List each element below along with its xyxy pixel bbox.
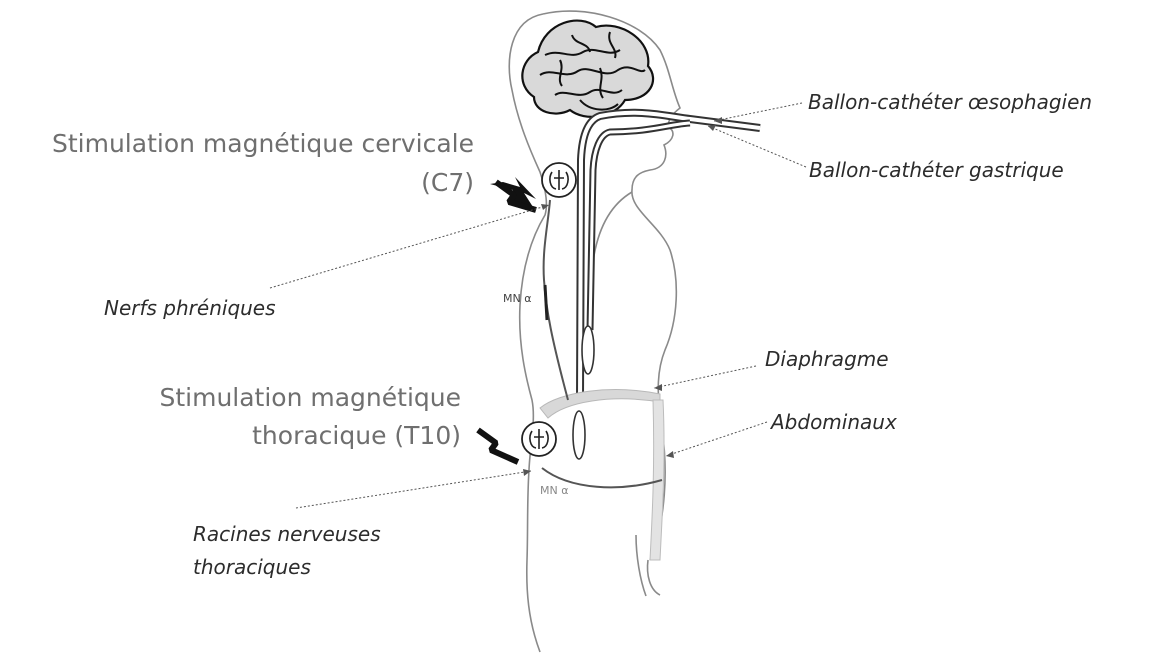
cervical-stimulation-label: Stimulation magnétique cervicale xyxy=(52,127,474,161)
esophageal-catheter-label: Ballon-cathéter œsophagien xyxy=(808,90,1092,114)
gastric-balloon xyxy=(573,411,585,459)
thoracic-roots-label-line2: thoraciques xyxy=(193,555,311,579)
thoracic-roots-label-line1: Racines nerveuses xyxy=(193,522,381,546)
esophageal-balloon xyxy=(582,326,594,374)
diaphragm-label: Diaphragme xyxy=(765,347,889,371)
lightning-bolt-icon xyxy=(490,177,536,210)
phrenic-nerves-label: Nerfs phréniques xyxy=(104,296,276,320)
cervical-level-label: (C7) xyxy=(421,166,474,200)
diaphragm-band xyxy=(540,390,660,418)
spinal-cord-section-icon xyxy=(542,163,576,197)
thoracic-level-label: thoracique (T10) xyxy=(252,419,461,453)
lightning-bolt-icon xyxy=(478,430,518,462)
brain-icon xyxy=(522,21,653,117)
gastric-catheter-label: Ballon-cathéter gastrique xyxy=(809,158,1064,182)
spinal-cord-section-icon xyxy=(522,422,556,456)
thoracic-stimulation-label: Stimulation magnétique xyxy=(159,381,461,415)
abdominals-label: Abdominaux xyxy=(771,410,897,434)
balloon-catheter-tube xyxy=(580,113,760,400)
motoneuron-upper-label: MN α xyxy=(503,292,531,305)
motoneuron-lower-label: MN α xyxy=(540,484,568,497)
